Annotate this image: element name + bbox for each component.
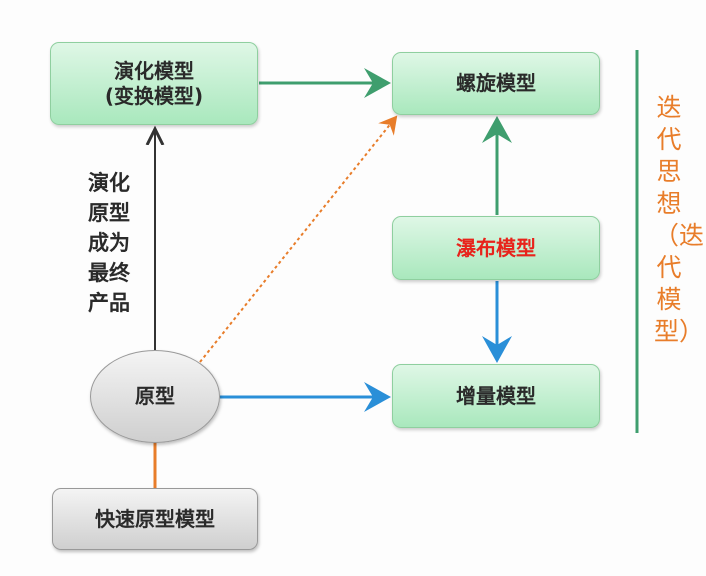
- node-incremental-model: 增量模型: [392, 364, 600, 428]
- arrow-prototype-to-spiral-dotted: [199, 115, 398, 363]
- node-prototype: 原型: [90, 350, 220, 443]
- node-rapid-prototype-model: 快速原型模型: [52, 488, 258, 550]
- node-evolution-model: 演化模型 (变换模型): [50, 42, 258, 125]
- node-evolution-line1: 演化模型: [114, 58, 194, 83]
- node-spiral-model: 螺旋模型: [392, 52, 600, 115]
- node-waterfall-model: 瀑布模型: [392, 216, 600, 280]
- node-evolution-line2: (变换模型): [104, 83, 204, 108]
- edge-label-evolution: 演化原型成为最终产品: [88, 171, 130, 315]
- iterative-title: 迭代思想（迭代模型）: [654, 93, 705, 346]
